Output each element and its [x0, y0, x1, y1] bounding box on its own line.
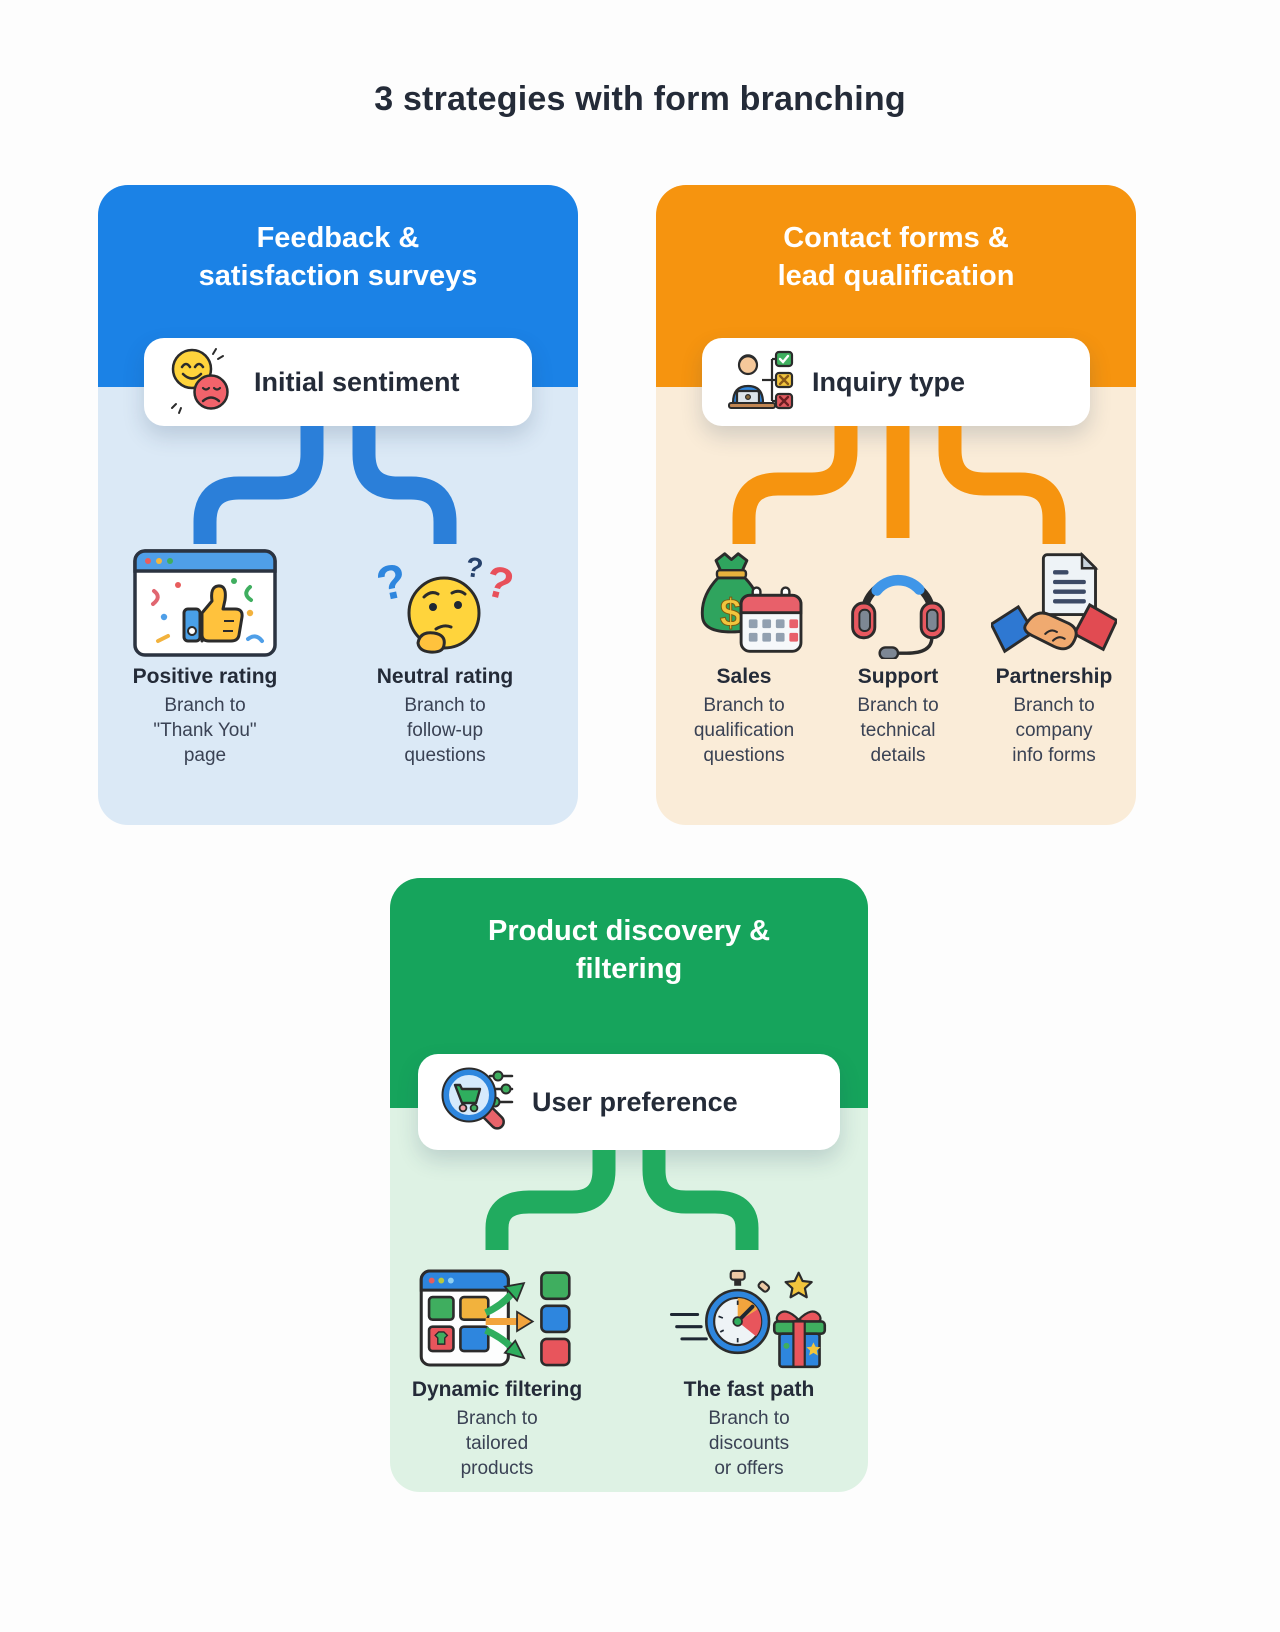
thumbs-up-browser-icon — [90, 547, 320, 659]
branch-description: Branch to company info forms — [1012, 695, 1096, 766]
contact-branch-connectors — [732, 426, 1066, 544]
search-cart-filter-icon — [440, 1062, 516, 1143]
card-feedback-title: Feedback & satisfaction surveys — [198, 222, 478, 292]
inquiry-type-pill: Inquiry type — [702, 338, 1090, 426]
card-contact-title: Contact forms & lead qualification — [777, 222, 1015, 292]
branch-description: Branch to follow-up questions — [404, 695, 486, 766]
user-preference-pill: User preference — [418, 1054, 840, 1150]
svg-text:$: $ — [720, 592, 741, 635]
initial-sentiment-pill: Initial sentiment — [144, 338, 532, 426]
initial-sentiment-label: Initial sentiment — [254, 366, 460, 397]
branch-description: Branch to qualification questions — [693, 695, 795, 766]
branch-dynamic-filtering: Dynamic filtering Branch to tailored pro… — [380, 1264, 614, 1481]
branch-support: Support Branch to technical details — [816, 547, 980, 768]
branch-label: Support — [857, 665, 939, 688]
branch-sales: $ Sales Branch to qualification question… — [662, 547, 826, 768]
branch-description: Branch to technical details — [857, 695, 939, 766]
feedback-branch-connectors — [193, 426, 457, 544]
money-bag-calendar-icon: $ — [662, 547, 826, 659]
branch-label: Dynamic filtering — [411, 1378, 583, 1401]
user-preference-label: User preference — [532, 1086, 738, 1117]
card-product-discovery: Product discovery & filtering User prefe… — [390, 878, 868, 1492]
branch-description: Branch to discounts or offers — [708, 1408, 790, 1479]
product-branch-connectors — [485, 1150, 759, 1250]
svg-text:?: ? — [480, 556, 518, 610]
branch-label: Sales — [716, 665, 772, 688]
branch-partnership: Partnership Branch to company info forms — [972, 547, 1136, 768]
dynamic-filtering-icon — [380, 1264, 614, 1372]
person-flowchart-icon — [724, 344, 796, 421]
branch-label: Partnership — [995, 665, 1113, 688]
thinking-face-icon: ? ? ? — [330, 547, 560, 659]
branch-neutral-rating: ? ? ? Neutral rating Branch to follow-up… — [330, 547, 560, 768]
card-product-title: Product discovery & filtering — [487, 915, 771, 985]
branch-label: The fast path — [683, 1378, 815, 1401]
branch-fast-path: The fast path Branch to discounts or off… — [632, 1264, 866, 1481]
branch-description: Branch to "Thank You" page — [153, 695, 257, 766]
svg-text:?: ? — [464, 551, 485, 584]
stopwatch-gift-icon — [632, 1264, 866, 1372]
handshake-document-icon — [972, 547, 1136, 659]
headset-icon — [816, 547, 980, 659]
card-feedback-surveys: Feedback & satisfaction surveys Initial … — [98, 185, 578, 825]
branch-description: Branch to tailored products — [456, 1408, 538, 1479]
branch-label: Positive rating — [132, 665, 278, 688]
page-title: 3 strategies with form branching — [374, 80, 906, 118]
branch-positive-rating: Positive rating Branch to "Thank You" pa… — [90, 547, 320, 768]
sentiment-faces-icon — [166, 344, 238, 421]
inquiry-type-label: Inquiry type — [812, 366, 966, 397]
svg-text:?: ? — [372, 554, 412, 612]
card-contact-forms: Contact forms & lead qualification — [656, 185, 1136, 825]
branch-label: Neutral rating — [376, 665, 514, 688]
